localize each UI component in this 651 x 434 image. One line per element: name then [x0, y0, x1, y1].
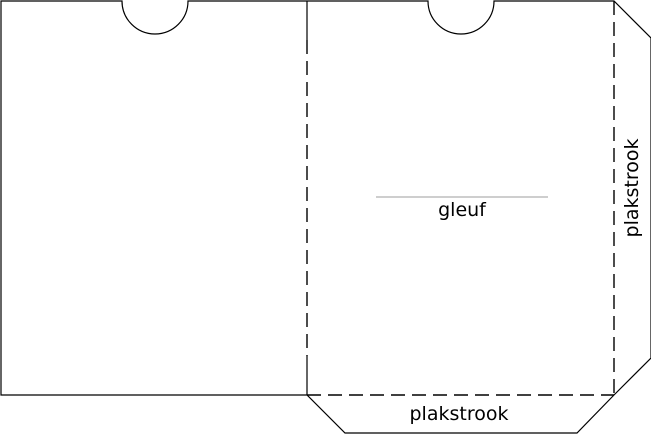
side-strip-label: plakstrook [621, 139, 643, 238]
bottom-strip-label: plakstrook [410, 403, 509, 425]
slot-label: gleuf [438, 199, 487, 221]
